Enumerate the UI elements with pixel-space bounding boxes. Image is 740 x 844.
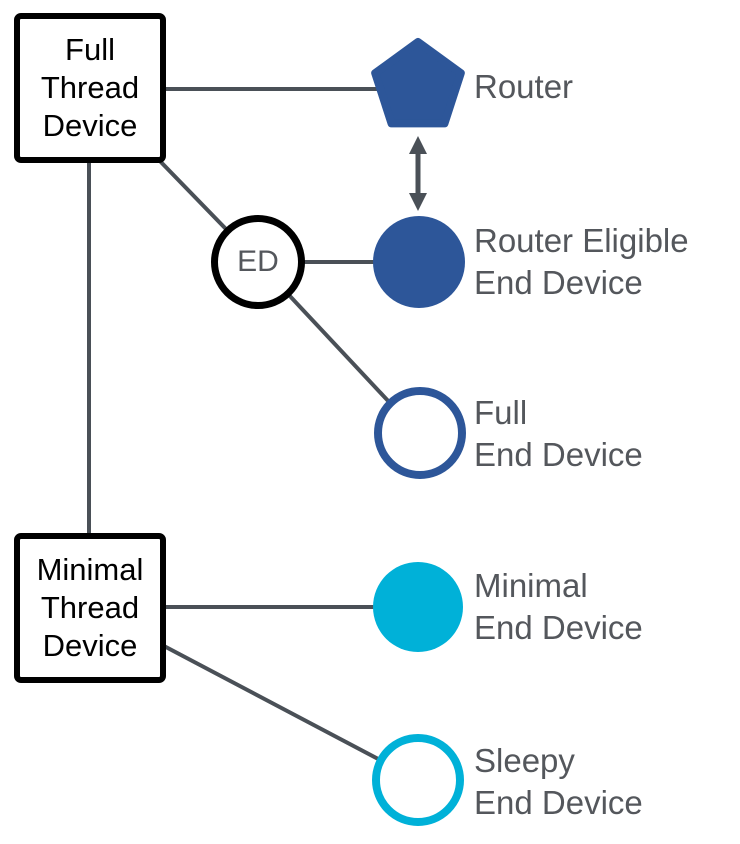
full-thread-device-label-line2: Thread	[40, 70, 140, 105]
fed-label-line1: Full	[474, 394, 528, 431]
minimal-end-device-label: Minimal End Device	[474, 565, 643, 649]
minimal-end-device-circle-icon	[373, 562, 463, 652]
full-end-device-label: Full End Device	[474, 392, 643, 476]
sleepy-end-device-circle-icon	[372, 734, 464, 826]
minimal-thread-device-label-line3: Device	[42, 628, 138, 663]
double-arrow-head-up-icon	[409, 136, 427, 154]
full-thread-device-box: Full Thread Device	[14, 13, 166, 163]
reed-label-line1: Router Eligible	[474, 222, 689, 259]
sleepy-end-device-label: Sleepy End Device	[474, 740, 643, 824]
med-label-line2: End Device	[474, 609, 643, 646]
double-arrow	[409, 136, 427, 211]
double-arrow-head-down-icon	[409, 193, 427, 211]
reed-label-line2: End Device	[474, 264, 643, 301]
router-eligible-end-device-label: Router Eligible End Device	[474, 220, 689, 304]
end-device-badge-circle: ED	[211, 215, 305, 309]
router-eligible-end-device-circle-icon	[373, 216, 465, 308]
router-label: Router	[474, 66, 573, 108]
full-thread-device-label-line3: Device	[42, 108, 138, 143]
sed-label-line1: Sleepy	[474, 742, 575, 779]
full-thread-device-label-line1: Full	[65, 32, 115, 67]
router-label-line1: Router	[474, 68, 574, 105]
med-label-line1: Minimal	[474, 567, 588, 604]
router-pentagon-icon	[371, 38, 465, 128]
full-end-device-circle-icon	[374, 387, 466, 479]
end-device-badge-label: ED	[237, 245, 279, 278]
minimal-thread-device-label-line2: Thread	[40, 590, 140, 625]
minimal-thread-device-label-line1: Minimal	[36, 552, 144, 587]
fed-label-line2: End Device	[474, 436, 643, 473]
minimal-thread-device-box: Minimal Thread Device	[14, 533, 166, 683]
sed-label-line2: End Device	[474, 784, 643, 821]
